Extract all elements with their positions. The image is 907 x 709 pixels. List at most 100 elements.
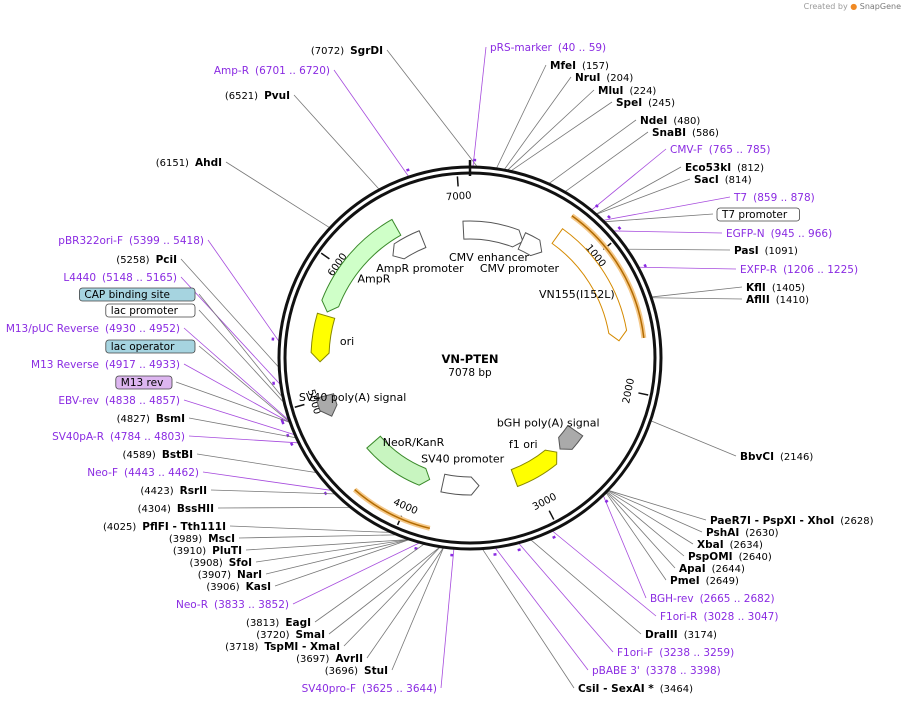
leader-cmv-f bbox=[591, 148, 667, 210]
feature-box-label-lac-operator: lac operator bbox=[111, 341, 175, 353]
site-position: (3696) bbox=[325, 666, 358, 677]
site-position: (3908) bbox=[189, 558, 222, 569]
site-label-mlui: MluI(224) bbox=[598, 85, 656, 97]
feature-label-ori: ori bbox=[340, 335, 354, 348]
primer-marker bbox=[643, 263, 647, 268]
site-name: DraIII bbox=[645, 629, 678, 641]
site-label-tspmi-xmai: (3718)TspMI - XmaI bbox=[225, 641, 340, 653]
leader-sv40pro-f bbox=[440, 549, 455, 689]
tick-mark bbox=[548, 510, 555, 520]
leader-bbvci bbox=[651, 420, 737, 457]
leader-spei bbox=[511, 101, 613, 171]
site-name: pBABE 3' bbox=[592, 665, 640, 677]
feature-bgh-poly-a-signal bbox=[558, 424, 584, 450]
site-position: (3833 .. 3852) bbox=[214, 599, 289, 611]
site-position: (224) bbox=[629, 86, 656, 97]
site-name: pRS-marker bbox=[490, 42, 553, 54]
site-label-xbai: XbaI (2634) bbox=[697, 539, 763, 551]
feature-box-label-cap-binding-site: CAP binding site bbox=[84, 289, 170, 301]
feature-sv40-promoter bbox=[440, 473, 480, 496]
site-position: (3625 .. 3644) bbox=[362, 683, 437, 695]
site-position: (4304) bbox=[138, 504, 171, 515]
site-label-pluti: (3910)PluTI bbox=[173, 545, 242, 557]
primer-marker bbox=[594, 204, 599, 208]
leader-apai bbox=[606, 492, 676, 569]
site-position: (7072) bbox=[311, 46, 344, 57]
leader-csii-sexai bbox=[482, 549, 575, 689]
leader-m13-rev bbox=[175, 381, 290, 423]
feature-ampr bbox=[321, 218, 402, 313]
site-label-stui: (3696) StuI bbox=[325, 665, 388, 677]
feature-box-t7-promoter bbox=[716, 207, 800, 222]
site-position: (1091) bbox=[765, 246, 798, 257]
site-label-pshai: PshAI (2630) bbox=[706, 527, 779, 539]
site-label-exfp-r: EXFP-R(1206 .. 1225) bbox=[740, 264, 858, 276]
site-position: (814) bbox=[725, 175, 752, 186]
site-name: PshAI bbox=[706, 527, 739, 539]
leader-pmei bbox=[606, 492, 667, 581]
site-position: (3464) bbox=[660, 684, 693, 695]
site-name: StuI bbox=[364, 665, 388, 677]
feature-label-neor-kanr: NeoR/KanR bbox=[383, 436, 445, 449]
site-name: SfoI bbox=[229, 557, 252, 569]
primer-marker bbox=[552, 535, 556, 540]
leader-pvui bbox=[293, 94, 380, 190]
leader-tspmi-xmai bbox=[343, 547, 440, 647]
site-label-sv40pa-r: SV40pA-R(4784 .. 4803) bbox=[52, 431, 185, 443]
site-label-bstbi: (4589)BstBI bbox=[123, 449, 193, 461]
site-name: F1ori-R bbox=[660, 611, 697, 623]
site-name: Amp-R bbox=[214, 65, 249, 77]
site-position: (3238 .. 3259) bbox=[659, 647, 734, 659]
site-position: (2628) bbox=[840, 516, 873, 527]
leader-pluti bbox=[245, 539, 408, 551]
site-name: F1ori-F bbox=[617, 647, 653, 659]
feature-label-bgh-poly-a-signal: bGH poly(A) signal bbox=[497, 416, 600, 429]
site-label-sgrdi: (7072)SgrDI bbox=[311, 45, 383, 57]
site-name: TspMI - XmaI bbox=[264, 641, 340, 653]
feature-ori bbox=[310, 312, 336, 363]
leader-l4440 bbox=[180, 276, 281, 385]
leader-ahdi bbox=[225, 161, 330, 228]
site-label-ahdi: (6151)AhdI bbox=[156, 157, 222, 169]
leader-t7-promoter bbox=[605, 213, 714, 223]
site-label-pcii: (5258)PciI bbox=[116, 254, 177, 266]
site-position: (2634) bbox=[730, 540, 763, 551]
leader-pasi bbox=[628, 248, 731, 251]
feature-label-cmv-promoter: CMV promoter bbox=[480, 262, 560, 275]
site-name: EagI bbox=[285, 617, 311, 629]
leader-f1ori-f bbox=[518, 543, 614, 653]
site-label-paer7i-pspxi-xhoi: PaeR7I - PspXI - XhoI(2628) bbox=[710, 515, 874, 527]
tick-label: 7000 bbox=[446, 191, 472, 204]
site-label-bgh-rev: BGH-rev(2665 .. 2682) bbox=[650, 593, 775, 605]
site-name: XbaI bbox=[697, 539, 724, 551]
site-name: CsiI - SexAI * bbox=[578, 683, 654, 695]
site-name: BGH-rev bbox=[650, 593, 694, 605]
feature-box-label-t7-promoter: T7 promoter bbox=[721, 209, 788, 221]
site-position: (2630) bbox=[745, 528, 778, 539]
site-name: PmeI bbox=[670, 575, 700, 587]
site-label-bsshii: (4304)BssHII bbox=[138, 503, 214, 515]
site-name: KasI bbox=[246, 581, 271, 593]
site-position: (812) bbox=[737, 163, 764, 174]
primer-marker bbox=[607, 215, 611, 219]
feature-neor-kanr bbox=[366, 435, 431, 486]
site-position: (4838 .. 4857) bbox=[105, 395, 180, 407]
site-name: RsrII bbox=[180, 485, 207, 497]
primer-marker bbox=[406, 168, 410, 172]
site-name: EGFP-N bbox=[726, 228, 765, 240]
feature-f1-ori bbox=[510, 449, 558, 488]
leader-smai bbox=[328, 547, 440, 635]
feature-cmv-enhancer bbox=[462, 220, 524, 248]
site-position: (5399 .. 5418) bbox=[129, 235, 204, 247]
primer-marker bbox=[281, 420, 285, 425]
leader-neo-f bbox=[202, 471, 331, 491]
site-label-f1ori-f: F1ori-F (3238 .. 3259) bbox=[617, 647, 734, 659]
site-label-m13-puc-reverse: M13/pUC Reverse (4930 .. 4952) bbox=[6, 323, 180, 335]
site-position: (4930 .. 4952) bbox=[105, 323, 180, 335]
credit-brand: SnapGene bbox=[859, 2, 901, 11]
site-name: M13/pUC Reverse bbox=[6, 323, 99, 335]
site-name: NarI bbox=[237, 569, 262, 581]
leader-bgh-rev bbox=[603, 495, 647, 599]
leader-prs-marker bbox=[472, 46, 487, 167]
